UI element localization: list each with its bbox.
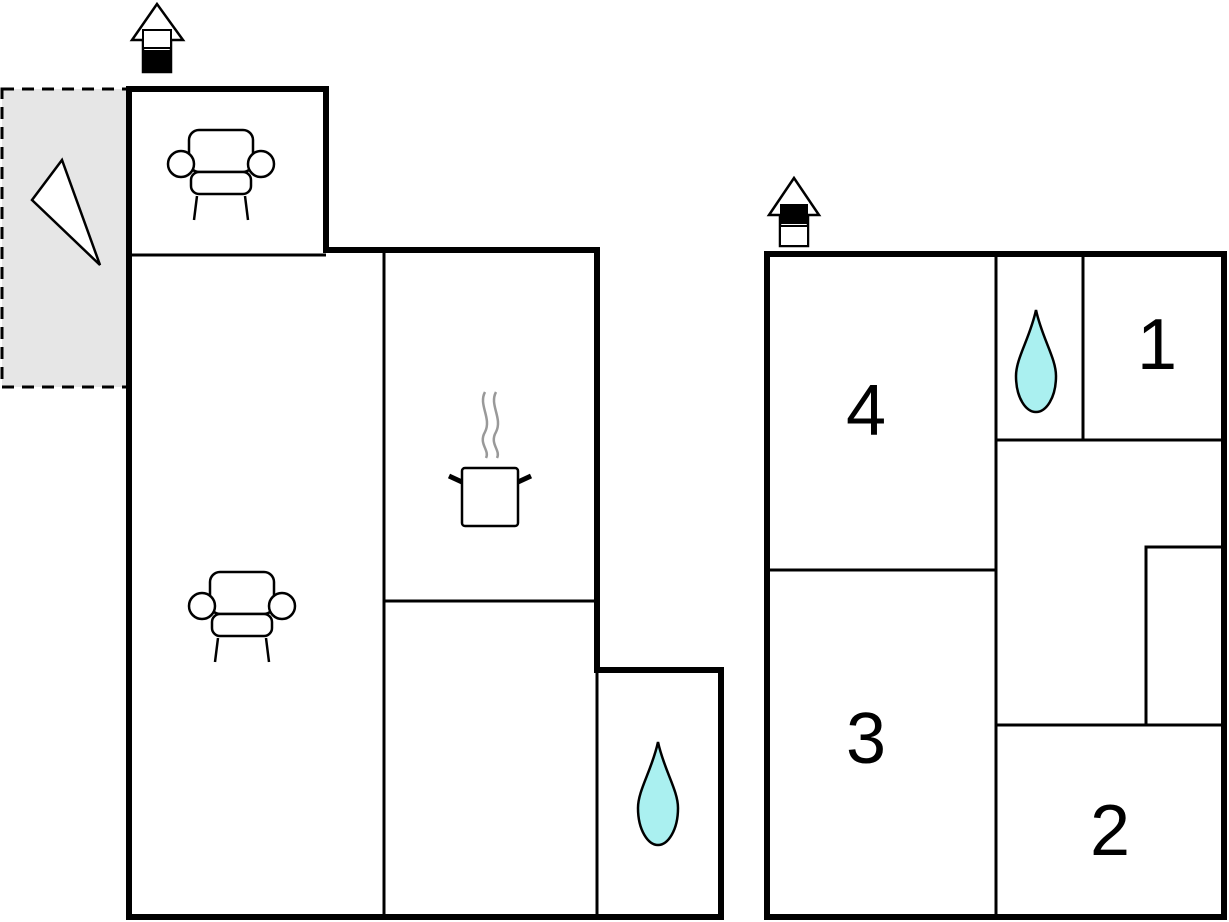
water-drop-icon: [1014, 309, 1058, 414]
armchair-icon: [166, 128, 276, 221]
water-drop-icon: [636, 741, 680, 847]
cooking-pot-icon: [447, 391, 533, 528]
terrace-triangle-icon: [30, 157, 102, 266]
room-number-3: 3: [846, 699, 886, 779]
upper-floor: 4 1 3 2: [764, 175, 1227, 920]
room-number-1: 1: [1137, 305, 1177, 385]
stairs-arrow-icon: [766, 175, 822, 248]
upper-floor-outline: [764, 251, 1227, 920]
terrace-area: [0, 87, 131, 389]
ground-floor-outline: [126, 86, 724, 920]
wall-line: [1144, 545, 1224, 725]
armchair-icon: [187, 570, 297, 663]
room-number-2: 2: [1090, 791, 1130, 871]
ground-floor: [0, 1, 724, 920]
entrance-arrow-icon: [129, 1, 186, 74]
room-number-4: 4: [846, 371, 886, 451]
